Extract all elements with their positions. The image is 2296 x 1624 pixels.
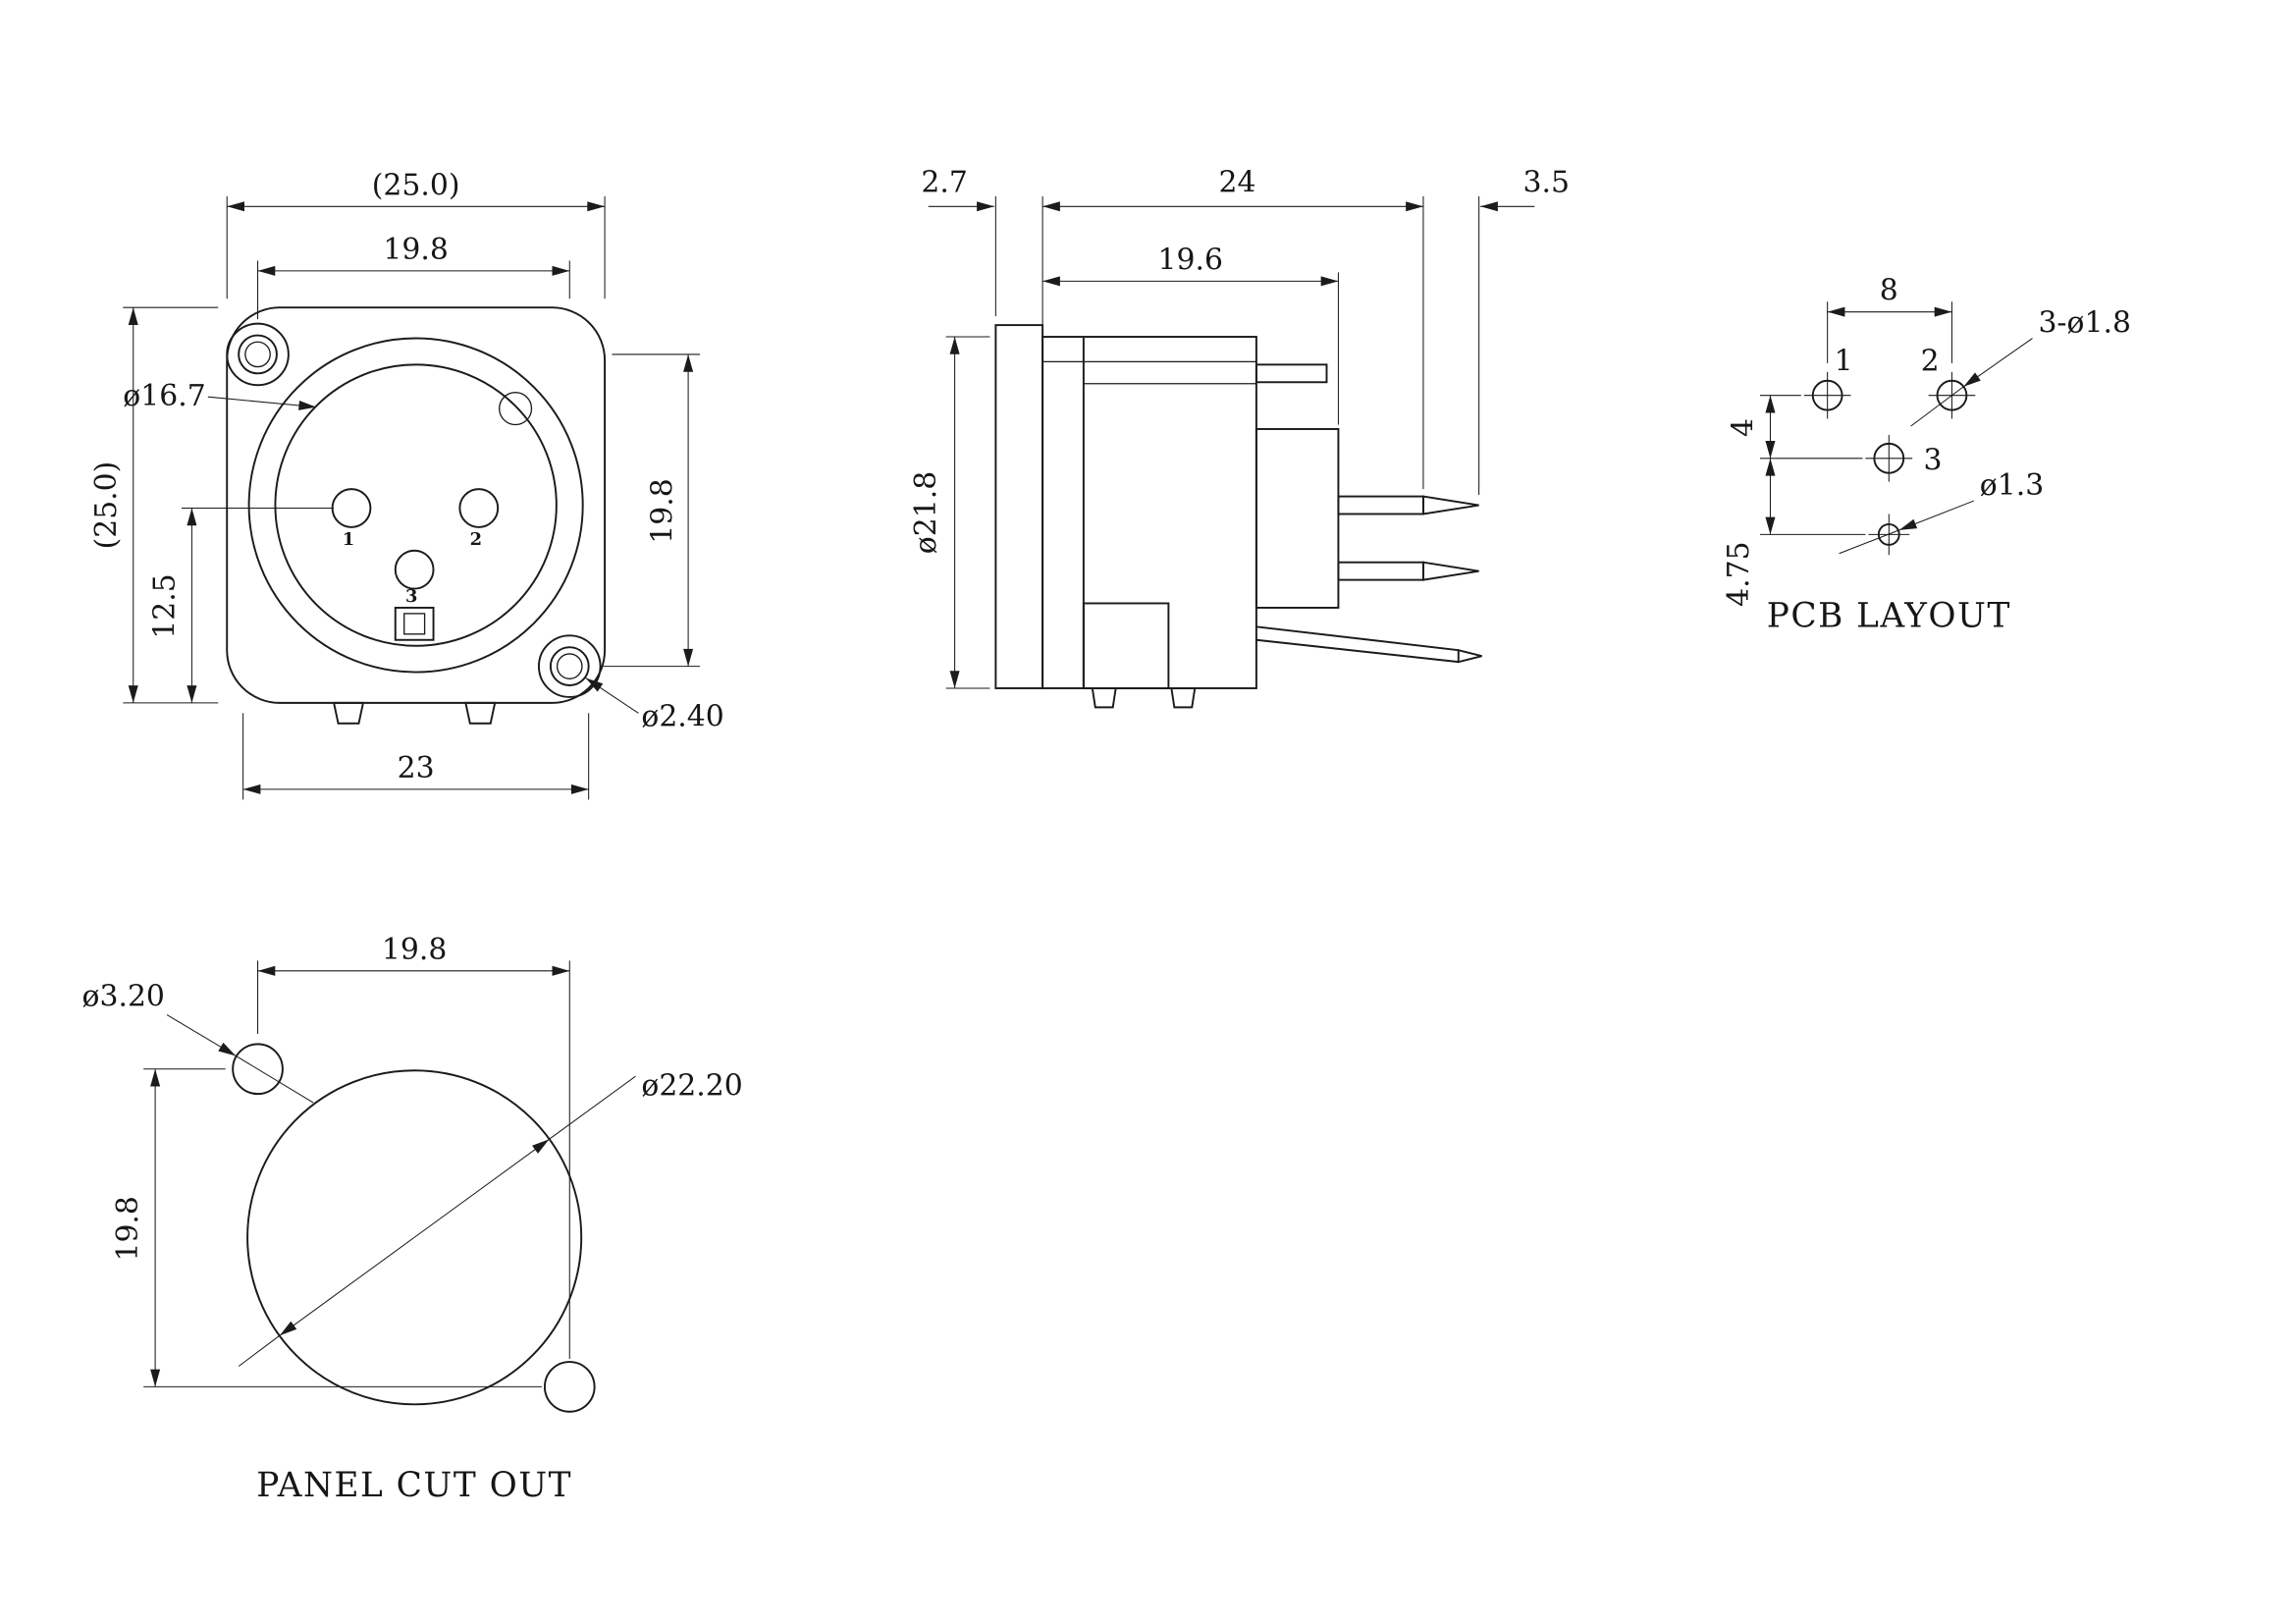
cutout-hole-bottom-right xyxy=(543,1361,596,1413)
front-mount-hole-top-left xyxy=(238,334,278,375)
dim-pcb-pad-pitch-h: 8 xyxy=(1827,274,1952,363)
side-body xyxy=(1041,336,1257,689)
dim-front-mount-hole-dia: ø2.40 xyxy=(585,677,724,734)
side-pin-upper xyxy=(1337,495,1424,515)
front-pin1 xyxy=(331,488,372,528)
side-rear-block xyxy=(1255,428,1340,609)
dim-cutout-hole-spacing-v: 19.8 xyxy=(111,1068,542,1387)
svg-text:ø3.20: ø3.20 xyxy=(82,980,165,1014)
front-insert-circle xyxy=(274,363,558,647)
side-ground-pin-tip xyxy=(1457,648,1482,664)
dim-front-overall-height: (25.0) xyxy=(89,306,219,704)
pcb-pad2-label: 2 xyxy=(1921,344,1940,378)
svg-text:ø2.40: ø2.40 xyxy=(641,700,723,734)
pin3-label: 3 xyxy=(405,586,417,607)
front-ear-top-left xyxy=(226,322,290,387)
dim-side-flange-thickness: 2.7 xyxy=(921,165,1043,329)
panel-cutout: 19.8 ø3.20 19.8 ø22.20 PANEL CUT OUT xyxy=(82,933,743,1505)
side-top-lug xyxy=(1255,363,1328,384)
svg-text:19.8: 19.8 xyxy=(383,233,448,267)
dim-front-insert-dia: ø16.7 xyxy=(123,379,317,413)
svg-text:ø16.7: ø16.7 xyxy=(123,379,205,413)
svg-text:4.75: 4.75 xyxy=(1722,541,1756,606)
front-latch-inner xyxy=(403,613,426,635)
side-view: 2.7 24 3.5 19.6 ø21.8 xyxy=(909,165,1570,709)
svg-text:ø22.20: ø22.20 xyxy=(641,1069,742,1104)
pcb-layout-caption: PCB LAYOUT xyxy=(1767,596,2011,635)
dim-front-hole-spacing-h: 19.8 xyxy=(257,233,570,320)
dim-cutout-hole-spacing-h: 19.8 xyxy=(257,933,570,1360)
front-latch-outer xyxy=(394,606,435,641)
front-foot-left xyxy=(332,701,365,725)
svg-text:19.8: 19.8 xyxy=(646,478,680,543)
pin2-label: 2 xyxy=(470,529,482,550)
svg-text:3-ø1.8: 3-ø1.8 xyxy=(2038,306,2130,341)
pcb-layout: 1 2 3 8 3-ø1.8 4 4.75 xyxy=(1722,274,2131,636)
front-foot-right xyxy=(464,701,497,725)
dim-front-body-width: 23 xyxy=(242,713,590,800)
pin1-label: 1 xyxy=(343,529,354,550)
front-key-notch xyxy=(499,392,533,426)
svg-text:ø1.3: ø1.3 xyxy=(1980,468,2044,503)
svg-text:(25.0): (25.0) xyxy=(372,168,460,202)
side-ground-pin-top xyxy=(1255,625,1459,652)
dim-cutout-small-hole-dia: ø3.20 xyxy=(82,980,314,1104)
svg-text:24: 24 xyxy=(1219,165,1256,199)
front-view: 1 2 3 (25.0) 19.8 (25.0) ø16.7 xyxy=(89,168,724,800)
pcb-pad3-label: 3 xyxy=(1924,444,1943,478)
svg-text:12.5: 12.5 xyxy=(148,573,183,638)
dim-front-overall-width: (25.0) xyxy=(226,168,606,299)
dim-side-pin-tip: 3.5 xyxy=(1478,165,1570,496)
svg-text:2.7: 2.7 xyxy=(921,165,967,199)
svg-text:19.6: 19.6 xyxy=(1158,243,1223,277)
dim-cutout-dia: ø22.20 xyxy=(238,1069,743,1367)
svg-text:19.8: 19.8 xyxy=(111,1196,145,1261)
side-ground-pin-bottom xyxy=(1255,638,1459,664)
side-foot-left xyxy=(1091,687,1117,709)
svg-text:4: 4 xyxy=(1727,418,1761,437)
svg-text:3.5: 3.5 xyxy=(1523,165,1570,199)
front-pin2 xyxy=(458,488,500,528)
front-flange-outline xyxy=(226,306,607,704)
front-barrel-circle xyxy=(247,337,584,674)
front-pin3 xyxy=(394,549,435,590)
svg-text:(25.0): (25.0) xyxy=(89,461,124,550)
front-mount-hole-bottom-right-inner xyxy=(556,653,583,679)
cutout-hole-top-left xyxy=(232,1043,284,1096)
cutout-main-circle xyxy=(246,1069,583,1406)
pcb-pad-1 xyxy=(1803,371,1851,419)
dim-pcb-ground-hole-dia: ø1.3 xyxy=(1839,468,2044,555)
panel-cutout-caption: PANEL CUT OUT xyxy=(256,1466,572,1505)
front-ear-bottom-right xyxy=(537,634,602,698)
side-pin-upper-tip xyxy=(1421,495,1479,515)
front-mount-hole-top-left-inner xyxy=(244,341,271,368)
svg-text:19.8: 19.8 xyxy=(382,933,447,967)
svg-text:ø21.8: ø21.8 xyxy=(909,471,943,554)
dim-side-body-length: 24 xyxy=(1042,165,1424,490)
side-bottom-block xyxy=(1082,602,1170,689)
side-flange xyxy=(994,324,1044,689)
dim-side-housing-length: 19.6 xyxy=(1042,243,1339,425)
dim-side-body-dia: ø21.8 xyxy=(909,336,990,689)
dim-pcb-ground-pitch-v: 4.75 xyxy=(1722,458,1866,607)
dim-pcb-pad-pitch-v: 4 xyxy=(1727,395,1863,460)
dim-pcb-pad-holes: 3-ø1.8 xyxy=(1910,306,2131,427)
side-pin-lower-tip xyxy=(1421,561,1479,581)
pcb-pad-3 xyxy=(1865,434,1913,482)
side-foot-right xyxy=(1170,687,1197,709)
dim-front-pin-row-offset: 12.5 xyxy=(148,508,335,703)
side-pin-lower xyxy=(1337,561,1424,581)
front-mount-hole-bottom-right xyxy=(549,646,590,686)
pcb-pad1-label: 1 xyxy=(1835,344,1853,378)
svg-text:23: 23 xyxy=(398,751,435,785)
svg-text:8: 8 xyxy=(1880,274,1898,308)
dim-front-hole-spacing-v: 19.8 xyxy=(603,353,701,668)
